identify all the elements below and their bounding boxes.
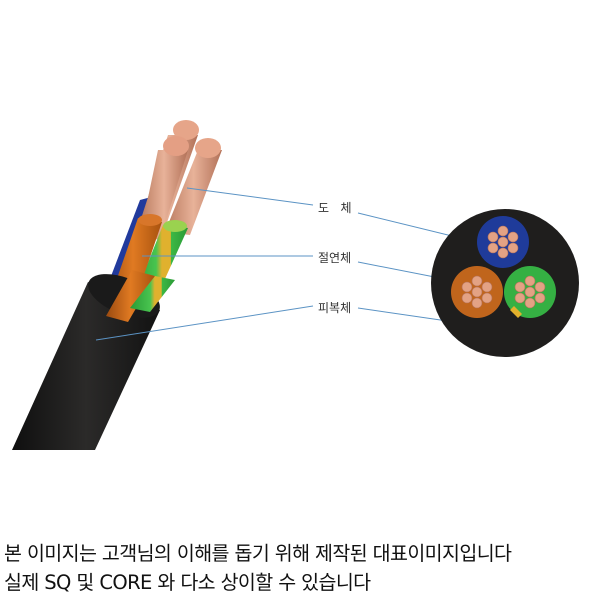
cable-cross-section (431, 209, 579, 357)
leader-line-conductor-left (186, 187, 314, 206)
label-conductor: 도 체 (318, 201, 352, 215)
cable-side-view (12, 120, 222, 450)
label-sheath: 피복체 (318, 301, 352, 315)
leader-line-sheath-left (95, 305, 314, 341)
caption-line-2: 실제 SQ 및 CORE 와 다소 상이할 수 있습니다 (4, 571, 371, 594)
caption-line-1: 본 이미지는 고객님의 이해를 돕기 위해 제작된 대표이미지입니다 (4, 542, 512, 565)
leader-lines (95, 187, 498, 341)
label-insulation: 절연체 (318, 251, 352, 265)
